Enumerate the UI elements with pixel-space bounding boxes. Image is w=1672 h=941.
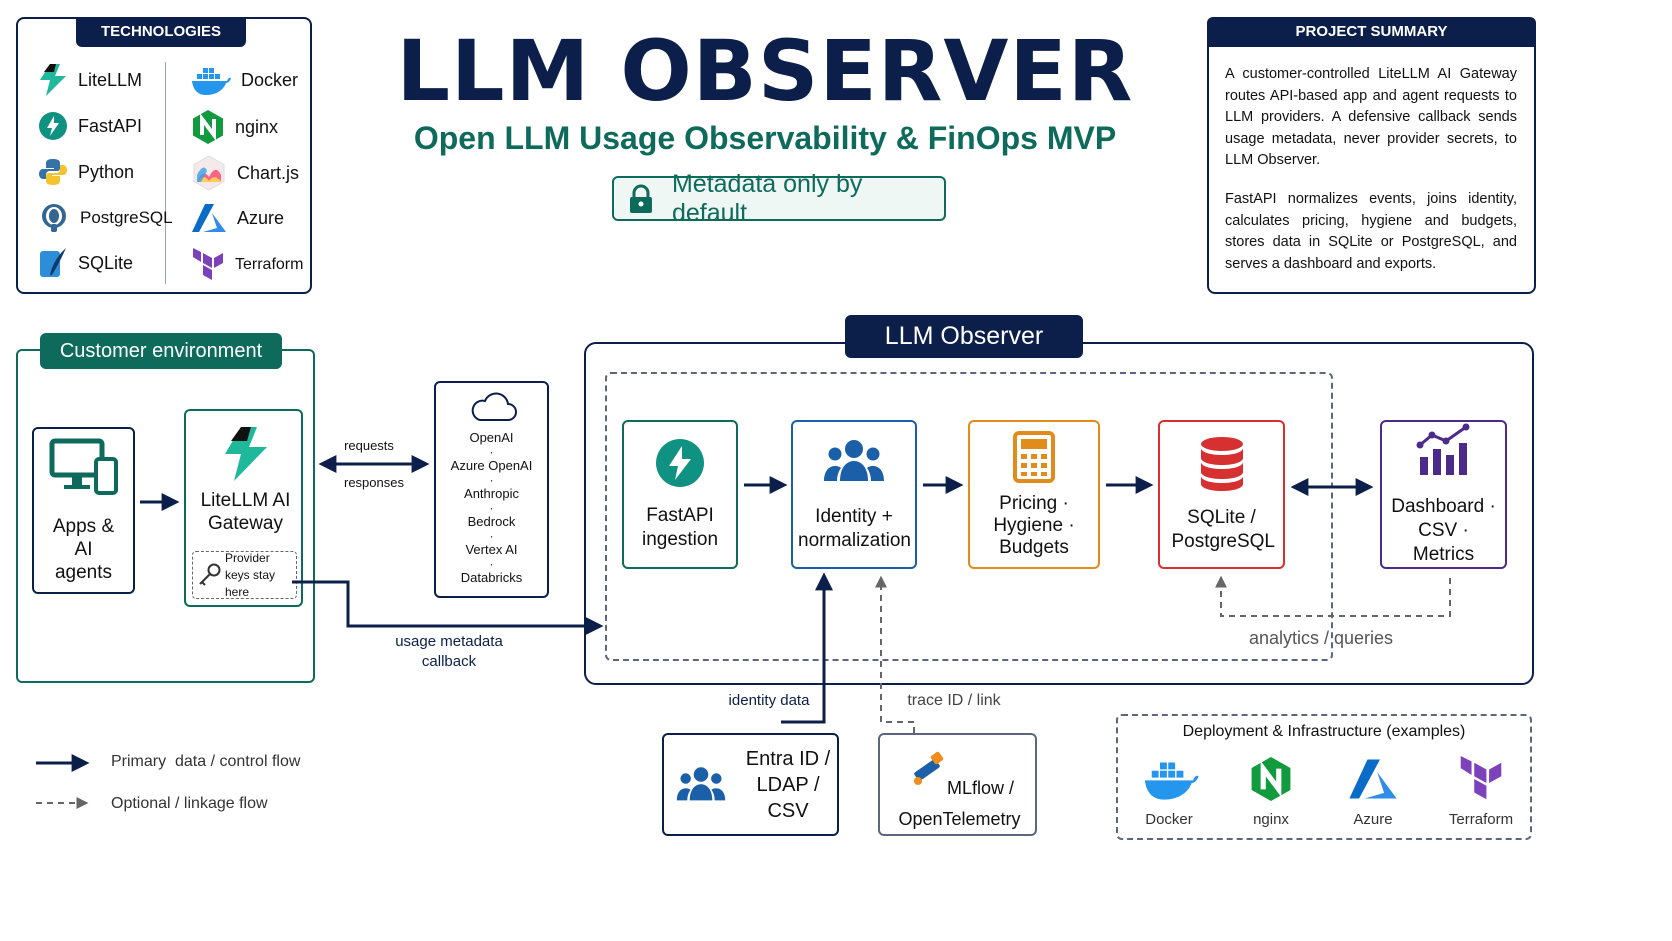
fastapi-icon [39,112,67,140]
sqlite-icon [40,248,66,277]
users-icon [676,766,726,800]
provider-separator: · [489,473,494,487]
observer-inner-dashed [605,372,1333,661]
deploy-docker-label: Docker [1145,811,1193,828]
legend-optional-text: Optional / linkage flow [111,795,268,812]
gateway-node: LiteLLM AI Gateway Provider keys stay he… [184,409,303,607]
technologies-panel [16,17,312,294]
summary-para-1: A customer-controlled LiteLLM AI Gateway… [1225,66,1517,168]
tech-python: Python [38,157,134,187]
bar-chart-icon [1416,423,1469,475]
entra-node: Entra ID / LDAP / CSV [662,733,839,836]
terraform-icon [193,248,223,280]
provider-separator: · [489,445,494,459]
provider-item: Azure OpenAI [450,458,533,473]
tech-postgresql: PostgreSQL [38,202,173,234]
deploy-azure-label: Azure [1353,811,1393,828]
identity-node: Identity + normalization [791,420,917,569]
tech-litellm: LiteLLM [38,64,142,96]
legend-primary-text: Primary data / control flow [111,753,301,770]
responses-label: responses [344,475,404,490]
provider-list: OpenAI·Azure OpenAI·Anthropic·Bedrock·Ve… [436,427,547,589]
pricing-node: Pricing · Hygiene · Budgets [968,420,1100,569]
storage-node: SQLite / PostgreSQL [1158,420,1285,569]
docker-icon [192,68,231,95]
azure-icon [1349,759,1397,799]
deploy-nginx-label: nginx [1253,811,1289,828]
mlflow-node: MLflow / OpenTelemetry [878,733,1037,836]
fastapi-icon [656,438,704,487]
devices-icon [49,438,118,495]
provider-keys-note: Provider keys stay here [192,551,297,599]
summary-header: PROJECT SUMMARY [1207,17,1536,47]
tech-terraform: Terraform [191,248,303,282]
requests-label: requests [344,438,394,453]
metadata-badge-text: Metadata only by default [671,169,863,227]
identity-data-label: identity data [728,692,810,709]
provider-item: OpenAI [469,430,514,445]
chartjs-icon [193,155,225,191]
cloud-icon [471,392,517,421]
tech-nginx: nginx [191,109,278,145]
deployment-panel [1116,714,1532,840]
apps-label: Apps & AI agents [52,516,115,583]
gateway-label: LiteLLM AI Gateway [200,490,291,534]
nginx-icon [193,110,223,144]
providers-node: OpenAI·Azure OpenAI·Anthropic·Bedrock·Ve… [434,381,549,598]
nginx-icon [1251,757,1291,801]
postgresql-icon [42,204,66,232]
litellm-icon [40,64,66,96]
docker-icon [1144,762,1199,800]
mlflow-icon [914,751,944,785]
tech-azure: Azure [191,203,284,233]
fastapi-node: FastAPI ingestion [622,420,738,569]
provider-item: Databricks [460,570,523,585]
lock-icon [629,184,652,213]
azure-icon [192,204,226,232]
provider-item: Bedrock [467,514,516,529]
litellm-icon [225,427,267,481]
tech-chartjs: Chart.js [191,155,299,191]
calculator-icon [1013,430,1055,483]
summary-panel [1207,17,1536,294]
provider-separator: · [489,529,494,543]
provider-item: Vertex AI [465,542,518,557]
page-title: LLM OBSERVER [396,22,1134,120]
provider-separator: · [489,557,494,571]
deploy-terraform-label: Terraform [1448,811,1514,828]
tech-sqlite: SQLite [38,247,133,279]
customer-env-label: Customer environment [40,333,282,369]
python-icon [39,159,67,185]
key-icon [199,563,221,586]
tech-docker: Docker [191,64,298,96]
provider-separator: · [489,501,494,515]
analytics-label: analytics / queries [1248,628,1394,648]
usage-callback-label: usage metadata callback [395,633,503,670]
page-subtitle: Open LLM Usage Observability & FinOps MV… [413,120,1117,156]
observer-label: LLM Observer [845,315,1083,358]
apps-node: Apps & AI agents [32,427,135,594]
terraform-icon [1460,756,1502,800]
dashboard-node: Dashboard · CSV · Metrics [1380,420,1507,569]
tech-fastapi: FastAPI [38,111,142,141]
users-icon [824,439,884,481]
metadata-badge: Metadata only by default [612,170,946,227]
technologies-divider [165,62,166,284]
provider-item: Anthropic [464,486,519,501]
database-icon [1200,436,1243,491]
trace-link-label: trace ID / link [907,692,1001,709]
summary-para-2: FastAPI normalizes events, joins identit… [1225,191,1517,272]
technologies-header: TECHNOLOGIES [76,17,246,47]
deployment-title: Deployment & Infrastructure (examples) [1182,723,1466,740]
